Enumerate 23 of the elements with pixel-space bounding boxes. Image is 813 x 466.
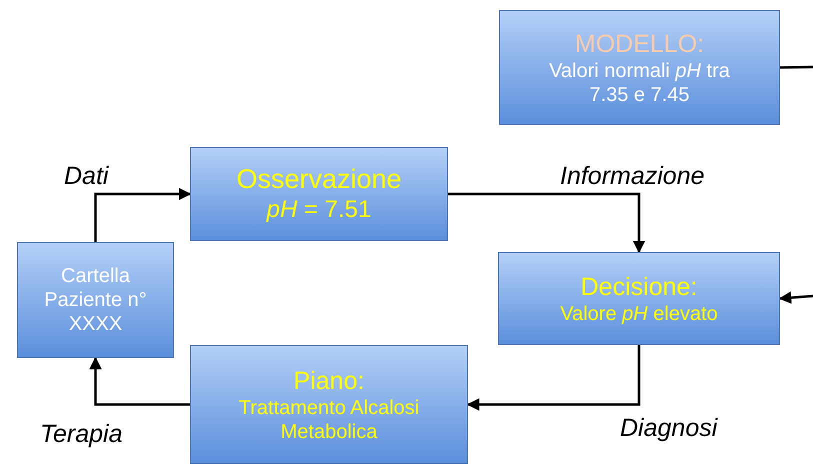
observation-box xyxy=(190,147,448,241)
box-text: pH = 7.51 xyxy=(266,196,372,225)
box-heading: Decisione: xyxy=(580,272,698,302)
edge-label: Dati xyxy=(64,162,108,191)
box-text: Cartella Paziente n° XXXX xyxy=(43,264,148,336)
model-box xyxy=(499,10,780,125)
box-heading: MODELLO: xyxy=(574,28,704,58)
box-heading: Osservazione xyxy=(236,163,402,196)
edge-label: Terapia xyxy=(40,420,122,449)
arrow xyxy=(89,356,190,406)
decision-box xyxy=(498,252,780,345)
arrow xyxy=(778,291,813,304)
patient-record-box xyxy=(17,242,174,358)
arrow xyxy=(448,192,646,254)
edge-label: Informazione xyxy=(560,162,705,191)
box-heading: Piano: xyxy=(294,366,364,396)
plan-box xyxy=(190,345,468,464)
arrow xyxy=(94,188,192,242)
box-text: Trattamento Alcalosi Metabolica xyxy=(238,396,420,444)
box-text: Valori normali pH tra 7.35 e 7.45 xyxy=(548,58,731,106)
edge-label: Diagnosi xyxy=(620,414,718,443)
box-text: Valore pH elevato xyxy=(560,302,718,326)
arrow xyxy=(466,345,640,411)
